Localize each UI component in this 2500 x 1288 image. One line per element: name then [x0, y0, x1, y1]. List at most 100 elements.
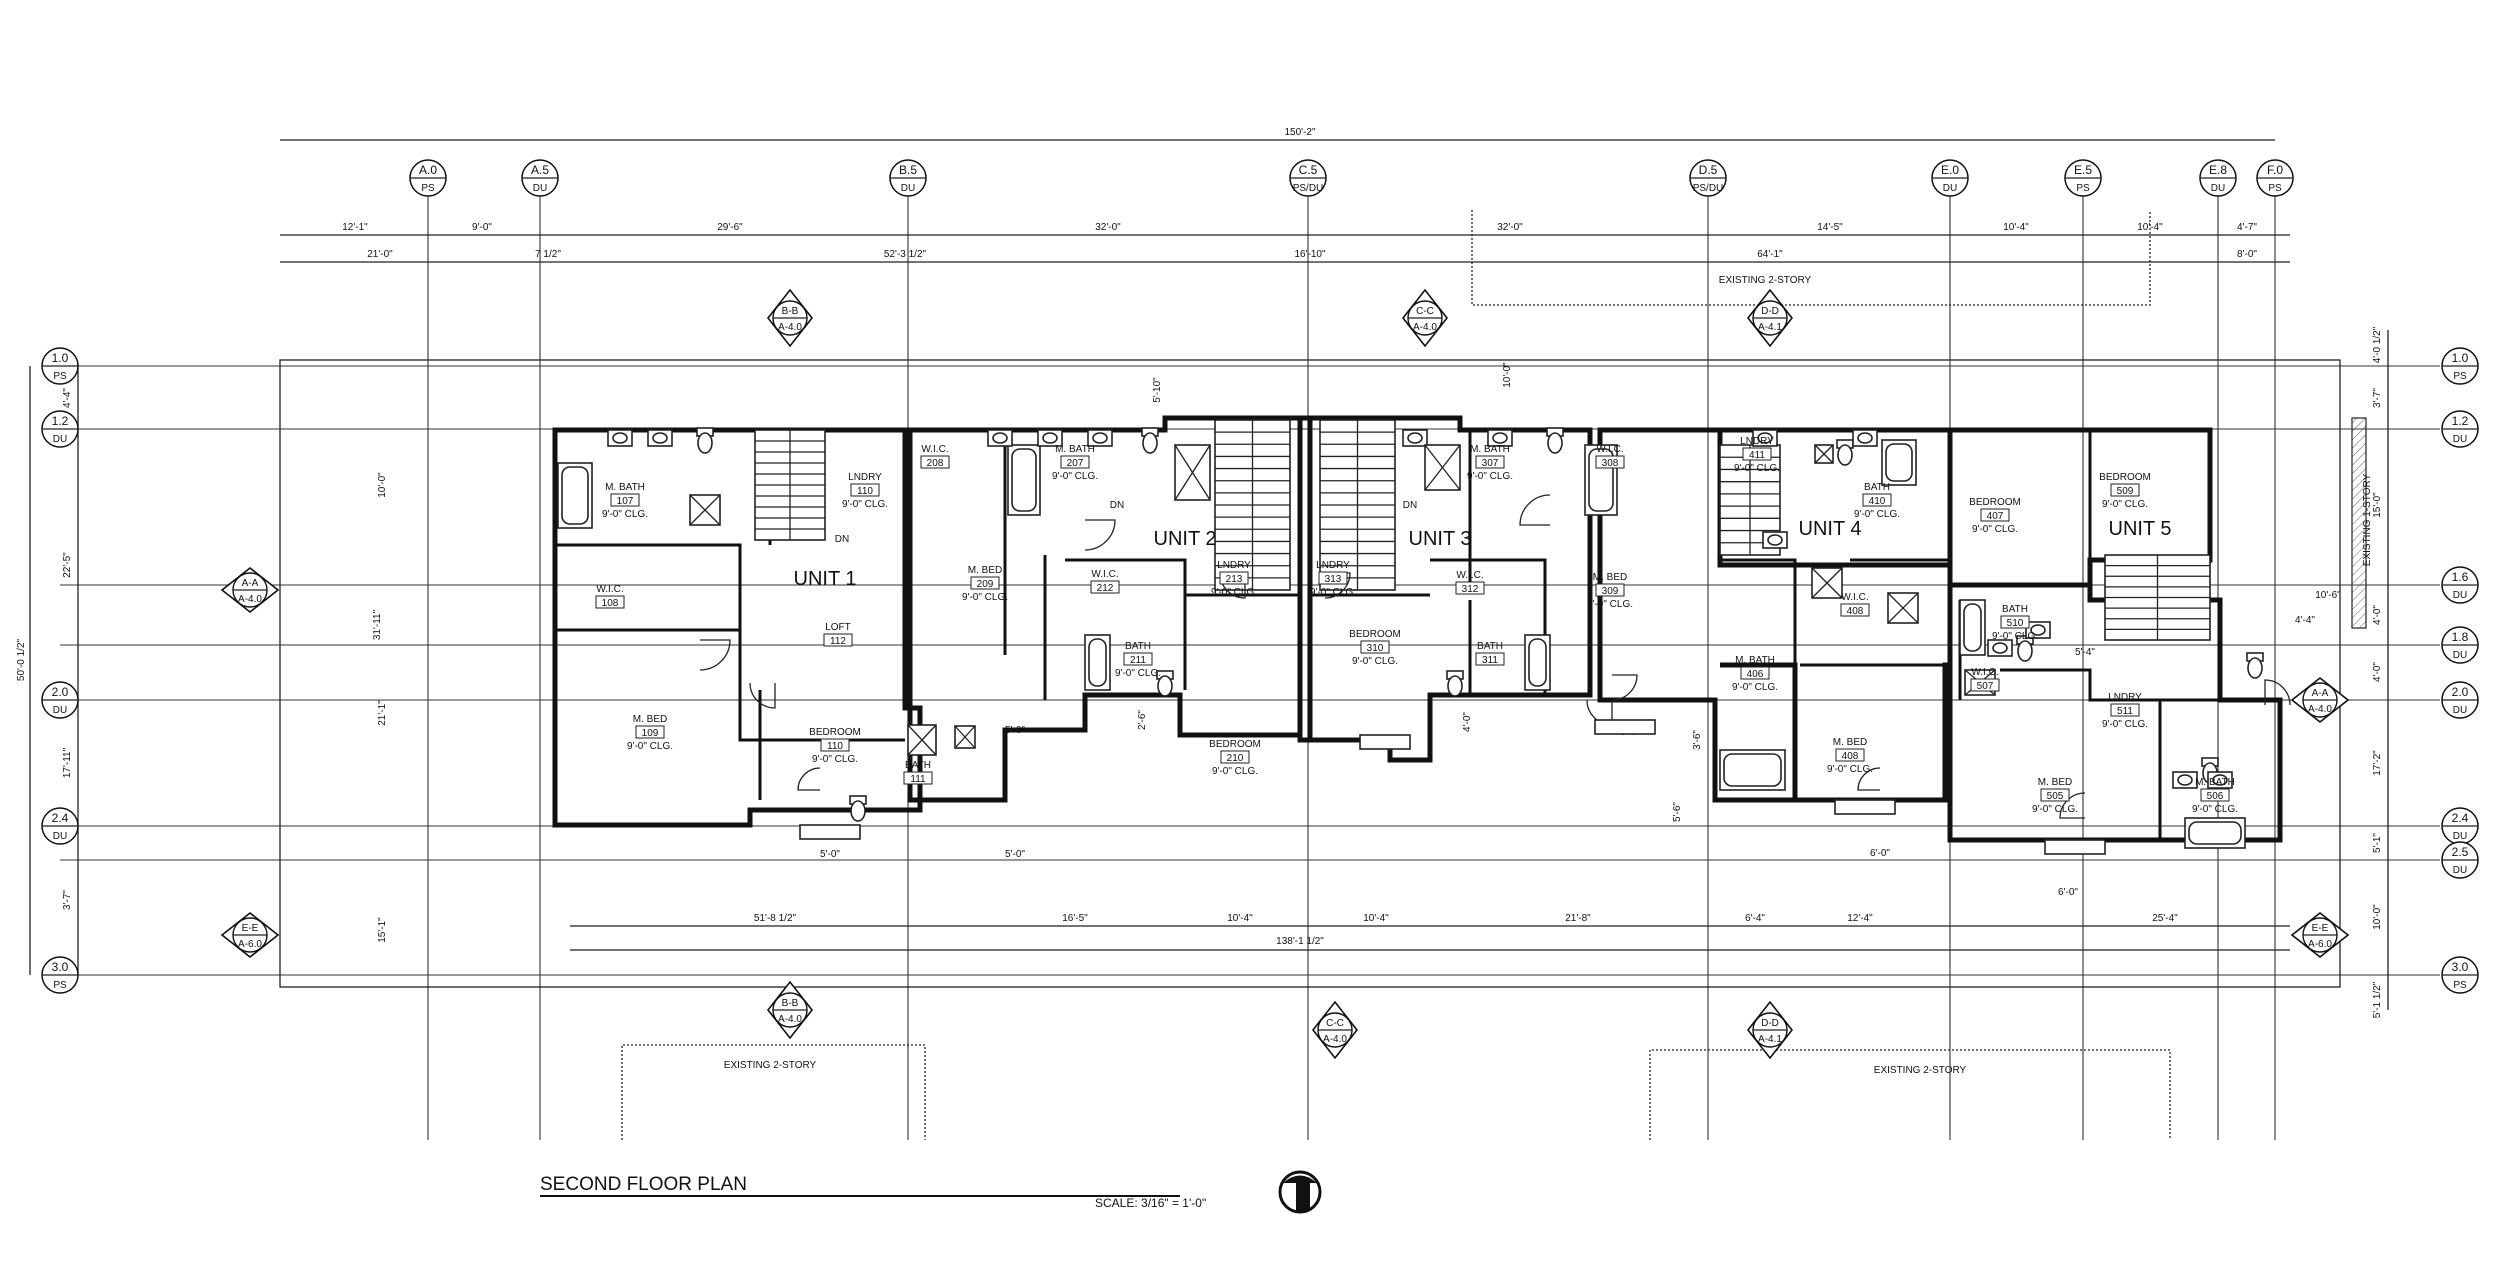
dimension-text: 6'-0" — [2058, 887, 2078, 898]
shower-cross — [954, 725, 976, 749]
tub-basin — [1088, 638, 1107, 687]
room-name: W.I.C. — [1456, 570, 1483, 581]
row-grid-sub: DU — [2453, 831, 2467, 842]
building-walls — [552, 415, 2283, 843]
column-grid-id: E.5 — [2074, 163, 2092, 177]
ceiling-height: 9'-0" CLG. — [1352, 656, 1398, 667]
section-marker-id: E-E — [2312, 923, 2329, 934]
section-marker-sheet: A-4.1 — [1758, 322, 1782, 333]
door-swing — [2059, 792, 2086, 819]
room-number: 310 — [1367, 643, 1384, 654]
dimension-text: 5'-6" — [1672, 802, 1683, 822]
room-number: 312 — [1462, 584, 1479, 595]
column-grid-sub: PS — [421, 183, 435, 194]
toilet-icon — [1142, 432, 1158, 454]
room-number: 207 — [1067, 458, 1084, 469]
row-grid-sub: PS — [2453, 371, 2467, 382]
section-marker-sheet: A-4.0 — [778, 322, 802, 333]
room-number: 109 — [642, 728, 659, 739]
room-name: M. BATH — [2195, 777, 2235, 788]
row-grid-id: 2.5 — [2452, 845, 2469, 859]
column-grid-sub: DU — [901, 183, 915, 194]
sink-icon — [612, 432, 628, 444]
toilet-icon — [850, 800, 866, 822]
dimension-text: 7 1/2" — [535, 249, 561, 260]
dimension-text: 3'-7" — [2372, 388, 2383, 408]
dimension-text: 17'-11" — [62, 747, 73, 778]
room-name: M. BATH — [1735, 655, 1775, 666]
room-number-box — [2200, 788, 2230, 802]
door-swing — [2264, 679, 2291, 706]
dimension-text: 10'-4" — [1363, 913, 1389, 924]
tub-basin — [2188, 821, 2242, 845]
dimension-text: 5'-10" — [1152, 377, 1163, 403]
room-number-box — [610, 493, 640, 507]
balcony-step — [2044, 839, 2106, 855]
dimension-text: 25'-4" — [2152, 913, 2178, 924]
dimension-text: 21'-8" — [1565, 913, 1591, 924]
dimension-text: 10'-0" — [1502, 362, 1513, 388]
door-swing — [797, 767, 821, 791]
door-swing — [1519, 494, 1551, 526]
room-number-box — [2000, 615, 2030, 629]
room-number: 107 — [617, 496, 634, 507]
row-grid-sub: DU — [2453, 865, 2467, 876]
room-number: 311 — [1482, 655, 1498, 666]
balcony-step — [1834, 799, 1896, 815]
section-marker-id: A-A — [2312, 688, 2329, 699]
room-number: 210 — [1227, 753, 1244, 764]
row-grid-id: 1.2 — [2452, 414, 2469, 428]
section-marker-sheet: A-4.0 — [1323, 1034, 1347, 1045]
ceiling-height: 9'-0" CLG. — [812, 754, 858, 765]
column-grid-sub: DU — [2211, 183, 2225, 194]
room-number-box — [1742, 447, 1772, 461]
row-grid-id: 1.0 — [2452, 351, 2469, 365]
dimension-text: 15'-0" — [2372, 492, 2383, 518]
room-number: 308 — [1602, 458, 1619, 469]
sink-icon — [1992, 642, 2008, 654]
room-name: W.I.C. — [921, 444, 948, 455]
ceiling-height: 9'-0" CLG. — [1115, 668, 1161, 679]
section-marker-sheet: A-4.0 — [238, 594, 262, 605]
dimension-text: 4'-7" — [2237, 222, 2257, 233]
room-number-box — [1740, 666, 1770, 680]
row-grid-id: 1.6 — [2452, 570, 2469, 584]
room-number-box — [970, 576, 1000, 590]
room-name: BEDROOM — [2099, 472, 2151, 483]
room-number-box — [635, 725, 665, 739]
room-name: BATH — [905, 760, 931, 771]
room-name: LNDRY — [1316, 560, 1350, 571]
interior-wall — [2000, 668, 2280, 702]
dimension-text: 5'-0" — [1005, 849, 1025, 860]
sink-icon — [1492, 432, 1508, 444]
dimension-text: 4'-0" — [2372, 605, 2383, 625]
room-name: M. BED — [1833, 737, 1867, 748]
section-marker-id: C-C — [1416, 306, 1434, 317]
section-marker-sheet: A-6.0 — [2308, 939, 2332, 950]
dimension-text: 32'-0" — [1095, 222, 1121, 233]
room-number: 309 — [1602, 586, 1619, 597]
section-marker-sheet: A-4.1 — [1758, 1034, 1782, 1045]
room-name: M. BATH — [605, 482, 645, 493]
tub-basin — [1723, 753, 1782, 787]
toilet-icon — [1157, 675, 1173, 697]
room-name: M. BED — [968, 565, 1002, 576]
door-swing — [699, 639, 731, 671]
title-block: SECOND FLOOR PLAN SCALE: 3/16" = 1'-0" — [540, 1170, 1322, 1214]
room-number-box — [1455, 581, 1485, 595]
column-grid-sub: PS/DU — [1293, 183, 1324, 194]
balcony-step — [799, 824, 861, 840]
row-grid-id: 2.4 — [52, 811, 69, 825]
section-marker-id: B-B — [782, 998, 799, 1009]
room-number-box — [1595, 583, 1625, 597]
existing-one-story-strip — [2351, 417, 2367, 629]
room-name: W.I.C. — [1971, 667, 1998, 678]
dimension-text: 5'-0" — [820, 849, 840, 860]
dimension-text: 3'-6" — [1692, 730, 1703, 750]
row-grid-id: 2.4 — [2452, 811, 2469, 825]
section-marker-sheet: A-4.0 — [2308, 704, 2332, 715]
toilet-icon — [1837, 444, 1853, 466]
stair-direction-label: DN — [835, 534, 849, 545]
